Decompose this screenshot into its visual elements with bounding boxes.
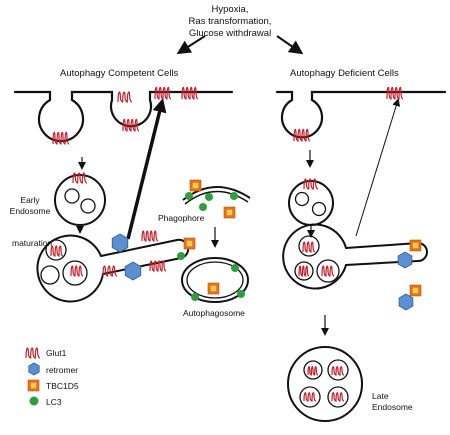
- membrane-left: [13, 90, 234, 143]
- early-endosome: [54, 174, 106, 226]
- late-endosome: [287, 346, 363, 422]
- lc3-icon: [230, 192, 238, 200]
- glut1-icon: [149, 260, 167, 272]
- glut1-icon: [331, 392, 345, 402]
- lc3-icon: [205, 193, 213, 201]
- early-endosome-label-1: Early: [20, 195, 40, 205]
- tbc1d5-core: [412, 242, 419, 249]
- condition-line-2: Ras transformation,: [188, 16, 272, 27]
- glut1-icon: [307, 366, 319, 376]
- glut1-icon: [303, 178, 319, 190]
- lc3-icon: [191, 293, 199, 301]
- glut1-icon: [70, 265, 84, 277]
- glut1-icon: [293, 128, 311, 142]
- lc3-icon: [231, 264, 239, 272]
- autophagosome-label: Autophagosome: [183, 308, 245, 318]
- glut1-icon: [25, 347, 41, 359]
- glut1-icon: [386, 86, 404, 100]
- glut1-icon: [117, 91, 133, 103]
- condition-line-3: Glucose withdrawal: [188, 28, 272, 39]
- tbc1d5-core: [30, 382, 37, 389]
- panel-title-deficient: Autophagy Deficient Cells: [290, 68, 399, 79]
- glut1-icon: [298, 265, 310, 277]
- glut1-icon: [302, 241, 316, 253]
- lc3-icon: [185, 192, 193, 200]
- retromer-icon: [111, 233, 129, 253]
- retromer-icon: [124, 261, 142, 281]
- phagophore-label: Phagophore: [158, 213, 205, 223]
- glut1-icon: [72, 172, 88, 184]
- lc3-icon: [177, 252, 185, 260]
- tbc1d5-core: [186, 240, 193, 247]
- retromer-icon: [397, 251, 413, 269]
- late-endosome-label-2: Endosome: [372, 402, 413, 412]
- panel-title-competent: Autophagy Competent Cells: [60, 68, 179, 79]
- glut1-icon: [303, 392, 317, 402]
- lc3-icon: [237, 290, 245, 298]
- late-endosome-label-1: Late: [372, 391, 389, 401]
- lc3-icon: [29, 396, 39, 406]
- legend-label-tbc1d5: TBC1D5: [46, 381, 79, 391]
- glut1-icon: [321, 265, 335, 277]
- legend-label-retromer: retromer: [46, 365, 79, 375]
- maturing-endosome: [36, 234, 190, 303]
- maturing-endosome-deficient: [282, 223, 428, 290]
- glut1-icon: [102, 265, 118, 277]
- autophagosome: [181, 257, 249, 303]
- retromer-icon: [398, 293, 414, 311]
- glut1-icon: [181, 86, 199, 100]
- recycling-arrow-thin: [355, 98, 401, 237]
- recycling-arrow: [126, 98, 167, 240]
- glut1-icon: [122, 118, 140, 132]
- glut1-icon: [141, 230, 159, 242]
- condition-line-1: Hypoxia,: [211, 4, 249, 15]
- tbc1d5-core: [412, 287, 419, 294]
- glut1-icon: [331, 366, 345, 376]
- maturation-label: maturation: [12, 238, 53, 248]
- tbc1d5-core: [210, 285, 217, 292]
- tbc1d5-core: [226, 209, 233, 216]
- legend-label-glut1: Glut1: [46, 348, 67, 358]
- tbc1d5-core: [192, 182, 199, 189]
- glut1-icon: [50, 245, 64, 257]
- legend-label-lc3: LC3: [46, 397, 62, 407]
- glut1-icon: [154, 86, 172, 100]
- early-endosome-label-2: Endosome: [9, 206, 51, 216]
- retromer-icon: [28, 362, 40, 376]
- glut1-icon: [52, 131, 70, 145]
- lc3-icon: [199, 203, 207, 211]
